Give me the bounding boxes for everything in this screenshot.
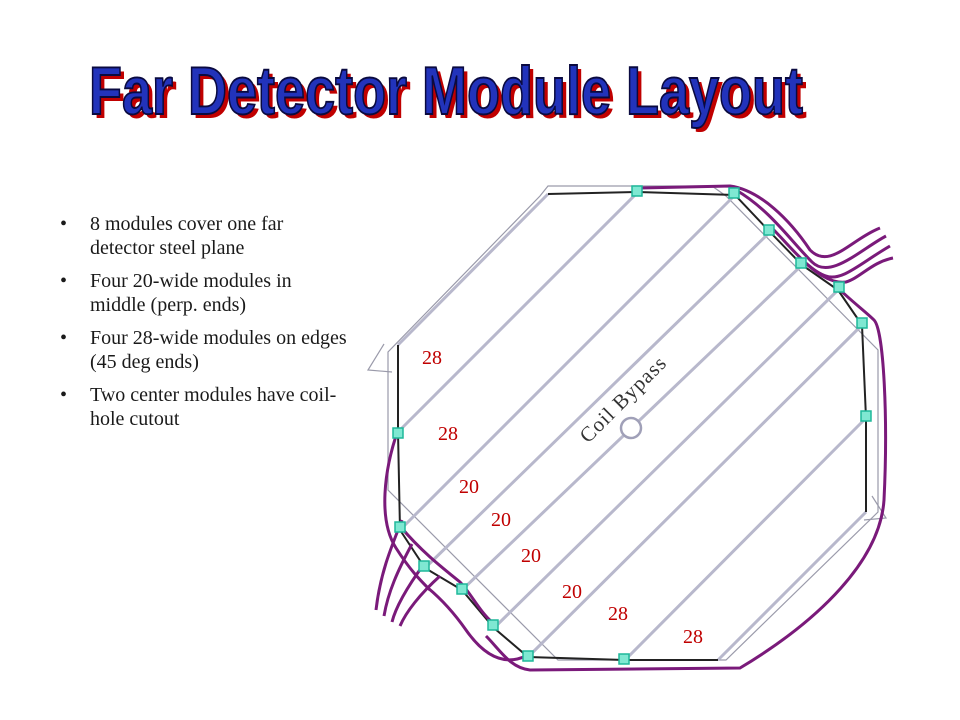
bullet-item: 8 modules cover one far detector steel p… — [60, 212, 350, 260]
module-boundary — [492, 288, 840, 630]
coil-hole — [619, 416, 643, 440]
module-width-label: 20 — [562, 581, 582, 603]
module-lines — [396, 190, 868, 662]
module-width-label: 20 — [491, 509, 511, 531]
bullet-item: Two center modules have coil-hole cutout — [60, 383, 350, 431]
connector-box — [392, 427, 404, 439]
module-width-label: 28 — [422, 347, 442, 369]
module-boundary — [396, 192, 550, 347]
connector-box — [394, 521, 406, 533]
connector-box — [522, 650, 534, 662]
module-width-label: 28 — [608, 603, 628, 625]
module-width-label: 28 — [683, 626, 703, 648]
connector-box — [763, 224, 775, 236]
bullet-item: Four 28-wide modules on edges (45 deg en… — [60, 326, 350, 374]
module-boundary — [398, 193, 737, 532]
module-boundary — [423, 230, 772, 570]
plane-ear-left — [366, 343, 393, 373]
module-boundary — [396, 190, 640, 434]
module-boundary — [716, 510, 868, 662]
connector-box — [833, 281, 845, 293]
module-width-label: 28 — [438, 423, 458, 445]
title-shadow: Far Detector Module Layout — [93, 57, 807, 132]
title-area: Far Detector Module Layout Far Detector … — [88, 52, 807, 132]
connector-box — [487, 619, 499, 631]
connector-box — [728, 187, 740, 199]
connector-box — [418, 560, 430, 572]
connector-box — [618, 653, 630, 665]
connector-box — [856, 317, 868, 329]
bullet-list: 8 modules cover one far detector steel p… — [60, 212, 350, 440]
connector-box — [456, 583, 468, 595]
module-boundary — [526, 323, 864, 659]
module-width-label: 20 — [459, 476, 479, 498]
module-width-label: 20 — [521, 545, 541, 567]
connectors — [392, 185, 872, 665]
connector-box — [631, 185, 643, 197]
page-title: Far Detector Module Layout — [89, 53, 803, 128]
bullet-item: Four 20-wide modules in middle (perp. en… — [60, 269, 350, 317]
module-boundary — [623, 416, 868, 662]
plane-ear-right — [863, 495, 888, 521]
connector-box — [795, 257, 807, 269]
connector-box — [860, 410, 872, 422]
steel-plane-outline — [387, 185, 879, 661]
